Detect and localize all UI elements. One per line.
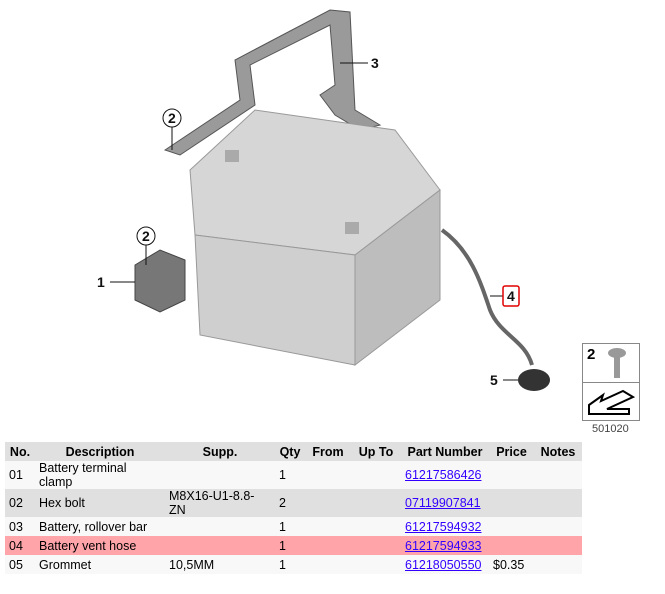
cell-supp: M8X16-U1-8.8-ZN <box>165 489 275 517</box>
cell-supp <box>165 517 275 536</box>
rollover-bar <box>163 9 382 156</box>
diagram-code: 501020 <box>592 423 629 435</box>
cell-upto <box>351 461 401 489</box>
cell-supp <box>165 461 275 489</box>
cell-price <box>489 536 534 555</box>
cell-upto <box>351 555 401 574</box>
col-notes: Notes <box>534 442 582 461</box>
part-number-link[interactable]: 61217594933 <box>405 538 482 553</box>
callout-3: 3 <box>371 55 379 71</box>
cell-desc: Battery terminal clamp <box>35 461 165 489</box>
parts-diagram: 3 2 2 1 4 5 <box>97 9 550 391</box>
col-part-number: Part Number <box>401 442 489 461</box>
parts-table: No. Description Supp. Qty From Up To Par… <box>5 442 582 574</box>
cell-desc: Hex bolt <box>35 489 165 517</box>
cell-from <box>305 489 351 517</box>
callout-4[interactable]: 4 <box>507 288 515 304</box>
cell-price <box>489 489 534 517</box>
cell-from <box>305 461 351 489</box>
cell-from <box>305 536 351 555</box>
cell-no: 01 <box>5 461 35 489</box>
cell-supp <box>165 536 275 555</box>
fastener-legend: 2 <box>582 343 640 421</box>
grommet <box>518 369 550 391</box>
arrow-icon <box>588 389 636 415</box>
part-number-link[interactable]: 61217594932 <box>405 519 482 534</box>
cell-desc: Battery, rollover bar <box>35 517 165 536</box>
terminal-clamp <box>134 249 186 313</box>
cell-upto <box>351 517 401 536</box>
part-number-link[interactable]: 61218050550 <box>405 557 482 572</box>
table-header: No. Description Supp. Qty From Up To Par… <box>5 442 582 461</box>
callout-5: 5 <box>490 372 498 388</box>
cell-part: 61217594932 <box>401 517 489 536</box>
cell-upto <box>351 536 401 555</box>
col-supp: Supp. <box>165 442 275 461</box>
cell-notes <box>534 536 582 555</box>
cell-notes <box>534 517 582 536</box>
cell-from <box>305 555 351 574</box>
cell-no: 02 <box>5 489 35 517</box>
col-qty: Qty <box>275 442 305 461</box>
cell-no: 05 <box>5 555 35 574</box>
cell-price: $0.35 <box>489 555 534 574</box>
battery <box>189 109 441 367</box>
cell-part: 07119907841 <box>401 489 489 517</box>
cell-qty: 1 <box>275 555 305 574</box>
cell-from <box>305 517 351 536</box>
cell-no: 04 <box>5 536 35 555</box>
callout-2b: 2 <box>142 228 150 244</box>
col-price: Price <box>489 442 534 461</box>
part-number-link[interactable]: 61217586426 <box>405 468 482 482</box>
legend-number: 2 <box>587 346 596 363</box>
cell-supp: 10,5MM <box>165 555 275 574</box>
col-description: Description <box>35 442 165 461</box>
cell-desc: Battery vent hose <box>35 536 165 555</box>
cell-qty: 1 <box>275 536 305 555</box>
cell-part: 61217586426 <box>401 461 489 489</box>
vent-hose <box>440 228 550 391</box>
cell-qty: 2 <box>275 489 305 517</box>
cell-upto <box>351 489 401 517</box>
callout-2a: 2 <box>168 110 176 126</box>
cell-notes <box>534 555 582 574</box>
cell-notes <box>534 461 582 489</box>
cell-price <box>489 517 534 536</box>
part-number-link[interactable]: 07119907841 <box>405 496 481 510</box>
col-from: From <box>305 442 351 461</box>
cell-desc: Grommet <box>35 555 165 574</box>
cell-no: 03 <box>5 517 35 536</box>
cell-part: 61217594933 <box>401 536 489 555</box>
cell-qty: 1 <box>275 517 305 536</box>
col-upto: Up To <box>351 442 401 461</box>
bolt-icon <box>608 348 626 378</box>
callout-1: 1 <box>97 274 105 290</box>
cell-qty: 1 <box>275 461 305 489</box>
cell-part: 61218050550 <box>401 555 489 574</box>
cell-notes <box>534 489 582 517</box>
cell-price <box>489 461 534 489</box>
callouts <box>110 62 520 381</box>
col-no: No. <box>5 442 35 461</box>
